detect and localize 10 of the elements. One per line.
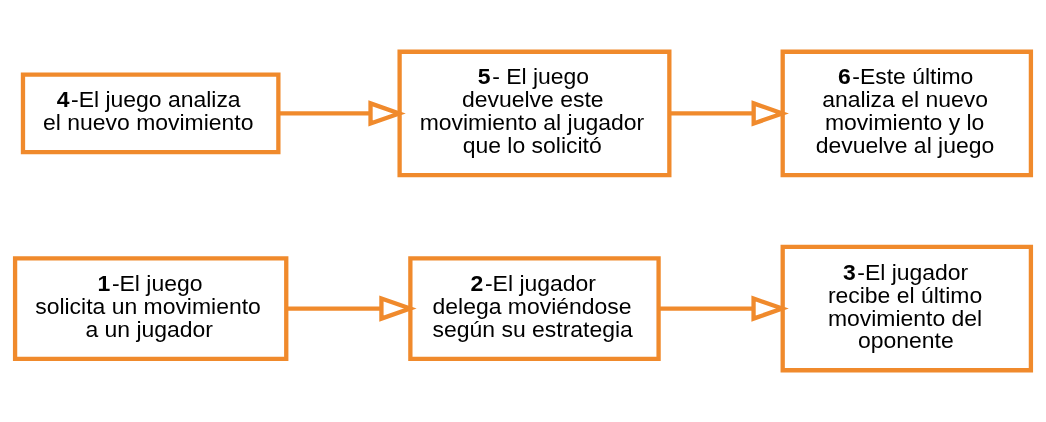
node-box: 4-El juego analiza el nuevo movimiento: [20, 72, 281, 155]
arrow: [658, 295, 789, 322]
arrow: [669, 100, 789, 127]
node-box: 1-El juego solicita un movimiento a un jugador: [12, 256, 289, 361]
node-box: 6-Este último analiza el nuevo movimiento y lo devuelve al juego: [780, 49, 1034, 178]
node-box: 2-El jugador delega moviéndose según su estrategia: [408, 256, 661, 361]
node-box: 5- El juego devuelve este movimiento al jugador que lo solicitó: [397, 49, 672, 178]
arrow: [286, 295, 417, 322]
arrow: [278, 100, 406, 127]
node-box: 3-El jugador recibe el último movimiento del oponente: [780, 244, 1034, 373]
